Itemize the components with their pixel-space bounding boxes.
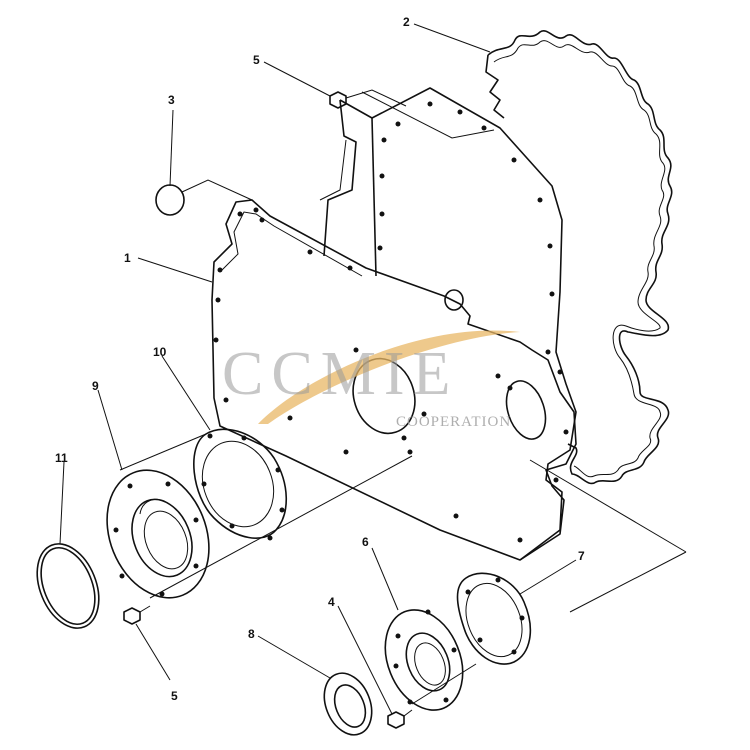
plug-hole xyxy=(444,289,464,311)
callout-9: 9 xyxy=(92,379,123,471)
front-cover-plate-part-1 xyxy=(211,87,577,561)
callout-5-lower: 5 xyxy=(135,623,178,703)
gasket-part-7 xyxy=(456,459,687,665)
gasket-part-10 xyxy=(193,428,288,541)
seal-housing-part-6 xyxy=(384,609,477,711)
callout-5-upper-label: 5 xyxy=(253,53,260,67)
seal-housing-part-9 xyxy=(106,433,413,599)
callout-6-label: 6 xyxy=(362,535,369,549)
bolt-part-4 xyxy=(387,709,413,729)
callout-2-label: 2 xyxy=(403,15,410,29)
seal-ring-part-11 xyxy=(36,543,100,629)
gasket-part-2 xyxy=(485,29,673,485)
callout-4-label: 4 xyxy=(328,595,335,609)
callout-3-label: 3 xyxy=(168,93,175,107)
callout-8-label: 8 xyxy=(248,627,255,641)
watermark-sub: COOPERATION xyxy=(396,414,511,430)
watermark: CCMIE COOPERATION xyxy=(222,330,520,430)
callout-10: 10 xyxy=(153,345,211,431)
oil-seal-part-8 xyxy=(323,672,373,736)
callout-9-label: 9 xyxy=(92,379,99,393)
callout-8: 8 xyxy=(248,627,331,679)
callout-7: 7 xyxy=(519,549,585,595)
callout-11-label: 11 xyxy=(55,451,68,465)
callout-2: 2 xyxy=(403,15,491,53)
callout-1-label: 1 xyxy=(124,251,131,265)
callout-7-label: 7 xyxy=(578,549,585,563)
bolt-part-5-lower xyxy=(123,605,151,625)
callout-5-lower-label: 5 xyxy=(171,689,178,703)
callout-1: 1 xyxy=(124,251,213,283)
callout-6: 6 xyxy=(362,535,399,611)
watermark-brand: CCMIE xyxy=(222,340,458,408)
bolt-part-5-upper xyxy=(329,89,495,139)
callout-10-label: 10 xyxy=(153,345,167,359)
callouts: 1 2 3 5 10 9 11 5 xyxy=(55,15,585,715)
callout-5-upper: 5 xyxy=(253,53,331,97)
watermark-swoosh xyxy=(258,330,520,424)
callout-11: 11 xyxy=(55,451,68,545)
callout-3: 3 xyxy=(168,93,175,187)
cover-bolt-holes xyxy=(213,101,569,543)
callout-4: 4 xyxy=(328,595,393,715)
